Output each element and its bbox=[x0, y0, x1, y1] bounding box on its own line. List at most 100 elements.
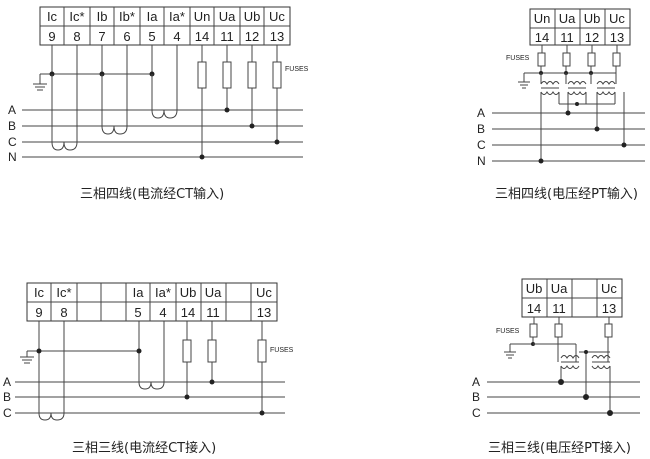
terminal-number: 7 bbox=[98, 29, 105, 44]
wiring: FUSES bbox=[22, 45, 309, 160]
terminal-number: 14 bbox=[535, 30, 549, 45]
ground-icon bbox=[20, 356, 34, 364]
pt-transformer-icon bbox=[560, 355, 611, 369]
phase-labels: A B C bbox=[3, 375, 12, 420]
terminal-number: 11 bbox=[552, 301, 566, 316]
terminal-number: 12 bbox=[245, 29, 259, 44]
terminal-number: 5 bbox=[148, 29, 155, 44]
ct-coil-icon bbox=[151, 109, 178, 119]
fuses-label: FUSES bbox=[506, 55, 530, 62]
phase-label: A bbox=[477, 106, 485, 120]
terminal-number: 14 bbox=[181, 305, 195, 320]
terminal-label: Uc bbox=[269, 9, 285, 24]
phase-labels: A B C bbox=[472, 375, 481, 420]
phase-label: N bbox=[477, 154, 486, 168]
diagram-3wire-pt: Ub Ua Uc 14 11 13 FUSES bbox=[472, 278, 640, 420]
terminal-number: 6 bbox=[123, 29, 130, 44]
fuse-icon bbox=[222, 61, 232, 89]
terminal-label: Ua bbox=[551, 281, 568, 296]
phase-label: B bbox=[472, 390, 480, 404]
terminal-block: Ic Ic* Ia Ia* Ub Ua Uc 9 8 5 4 14 11 13 bbox=[26, 282, 278, 322]
terminal-label: Ic* bbox=[56, 285, 71, 300]
terminal-block: Ic Ic* Ib Ib* Ia Ia* Un Ua Ub Uc 9 8 7 6… bbox=[39, 6, 291, 46]
fuse-icon bbox=[207, 339, 217, 363]
terminal-label: Ua bbox=[205, 285, 222, 300]
fuse-icon bbox=[272, 61, 282, 89]
terminal-block: Ub Ua Uc 14 11 13 bbox=[521, 278, 623, 318]
terminal-label: Ub bbox=[584, 11, 601, 26]
phase-label: A bbox=[3, 375, 11, 389]
phase-labels: A B C N bbox=[8, 103, 17, 164]
terminal-label: Ic bbox=[34, 285, 45, 300]
phase-label: C bbox=[8, 135, 17, 149]
terminal-label: Ib* bbox=[119, 9, 135, 24]
fuse-icon bbox=[554, 323, 563, 338]
fuse-icon bbox=[562, 52, 571, 67]
terminal-number: 5 bbox=[134, 305, 141, 320]
wiring: FUSES bbox=[487, 317, 640, 416]
terminal-label: Ua bbox=[559, 11, 576, 26]
fuse-icon bbox=[587, 52, 596, 67]
terminal-label: Ia* bbox=[169, 9, 185, 24]
fuses-label: FUSES bbox=[285, 66, 309, 73]
terminal-number: 11 bbox=[220, 29, 234, 44]
terminal-number: 13 bbox=[610, 30, 624, 45]
terminal-number: 11 bbox=[206, 305, 220, 320]
pt-transformer-icon bbox=[540, 81, 616, 95]
terminal-label: Ub bbox=[180, 285, 197, 300]
phase-label: A bbox=[472, 375, 480, 389]
phase-label: C bbox=[477, 138, 486, 152]
ground-icon bbox=[33, 83, 47, 91]
fuse-icon bbox=[612, 52, 621, 67]
terminal-number: 13 bbox=[602, 301, 616, 316]
phase-label: C bbox=[3, 406, 12, 420]
caption-3wire-pt: 三相三线(电压经PT接入) bbox=[488, 441, 631, 456]
terminal-label: Ua bbox=[219, 9, 236, 24]
terminal-label: Uc bbox=[601, 281, 617, 296]
fuse-icon bbox=[197, 61, 207, 89]
caption-3wire-ct: 三相三线(电流经CT接入) bbox=[72, 441, 217, 456]
terminal-label: Uc bbox=[256, 285, 272, 300]
terminal-label: Ub bbox=[526, 281, 543, 296]
diagram-3wire-ct: Ic Ic* Ia Ia* Ub Ua Uc 9 8 5 4 14 11 13 bbox=[3, 282, 294, 421]
terminal-number: 8 bbox=[60, 305, 67, 320]
terminal-number: 13 bbox=[257, 305, 271, 320]
fuse-icon bbox=[247, 61, 257, 89]
terminal-label: Ia* bbox=[155, 285, 171, 300]
ct-coil-icon bbox=[138, 381, 165, 390]
terminal-number: 14 bbox=[527, 301, 541, 316]
fuse-icon bbox=[537, 52, 546, 67]
terminal-number: 12 bbox=[585, 30, 599, 45]
ground-icon bbox=[518, 81, 530, 89]
diagram-4wire-ct: Ic Ic* Ib Ib* Ia Ia* Un Ua Ub Uc 9 8 7 6… bbox=[8, 6, 309, 164]
terminal-label: Ic bbox=[47, 9, 58, 24]
phase-label: N bbox=[8, 150, 17, 164]
terminal-label: Ic* bbox=[69, 9, 84, 24]
terminal-number: 14 bbox=[195, 29, 209, 44]
terminal-label: Ia bbox=[147, 9, 159, 24]
terminal-number: 4 bbox=[173, 29, 180, 44]
terminal-label: Un bbox=[194, 9, 211, 24]
fuse-icon bbox=[529, 323, 538, 338]
phase-label: A bbox=[8, 103, 16, 117]
fuse-icon bbox=[604, 323, 613, 338]
fuses-label: FUSES bbox=[496, 328, 520, 335]
terminal-number: 11 bbox=[560, 30, 574, 45]
terminal-number: 4 bbox=[159, 305, 166, 320]
ct-coil-icon bbox=[101, 125, 128, 135]
fuse-icon bbox=[257, 339, 267, 363]
terminal-number: 13 bbox=[270, 29, 284, 44]
diagram-4wire-pt: Un Ua Ub Uc 14 11 12 13 FUSES bbox=[477, 8, 645, 168]
caption-4wire-pt: 三相四线(电压经PT输入) bbox=[495, 187, 638, 202]
terminal-label: Uc bbox=[609, 11, 625, 26]
caption-4wire-ct: 三相四线(电流经CT输入) bbox=[80, 187, 225, 202]
terminal-label: Ib bbox=[97, 9, 108, 24]
fuse-icon bbox=[182, 339, 192, 363]
terminal-number: 8 bbox=[73, 29, 80, 44]
wiring: FUSES bbox=[492, 45, 645, 164]
terminal-label: Ia bbox=[133, 285, 145, 300]
phase-label: C bbox=[472, 406, 481, 420]
ground-icon bbox=[504, 351, 516, 359]
phase-label: B bbox=[8, 119, 16, 133]
